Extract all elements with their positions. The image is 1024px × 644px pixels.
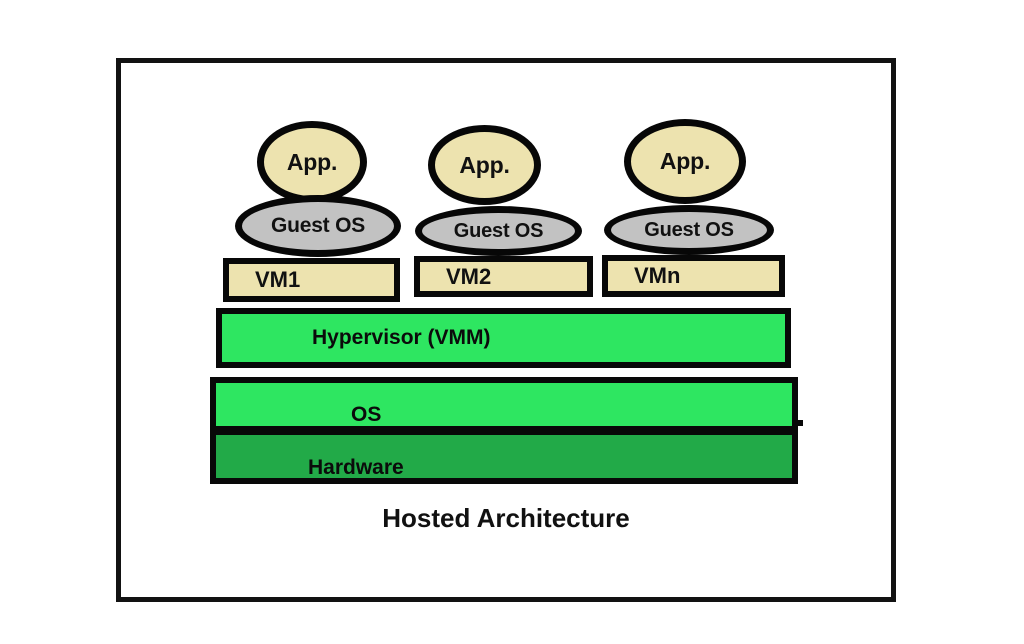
app-ellipse-2[interactable]: App. (428, 125, 541, 205)
hardware-label: Hardware (308, 456, 404, 479)
guest-os-ellipse-1[interactable]: Guest OS (235, 195, 401, 257)
app-ellipse-3[interactable]: App. (624, 119, 746, 204)
app-label-2: App. (459, 151, 510, 178)
vm-box-2[interactable]: VM2 (414, 256, 593, 297)
hypervisor-label: Hypervisor (VMM) (312, 326, 491, 349)
guest-os-ellipse-3[interactable]: Guest OS (604, 205, 774, 255)
os-bar[interactable]: OS (210, 377, 798, 432)
guest-os-label-2: Guest OS (453, 219, 544, 242)
guest-os-label-3: Guest OS (644, 218, 734, 241)
divider-tick-icon (794, 420, 803, 426)
vm-label-1: VM1 (255, 267, 301, 292)
app-label-1: App. (286, 148, 338, 175)
vm-label-3: VMn (634, 263, 681, 288)
app-ellipse-1[interactable]: App. (257, 121, 367, 203)
vm-label-2: VM2 (446, 263, 492, 289)
hypervisor-bar[interactable]: Hypervisor (VMM) (216, 308, 791, 368)
os-label: OS (351, 403, 382, 426)
guest-os-label-1: Guest OS (270, 214, 366, 237)
app-label-3: App. (659, 148, 711, 174)
hardware-bar[interactable]: Hardware (210, 429, 798, 484)
guest-os-ellipse-2[interactable]: Guest OS (415, 206, 582, 256)
vm-box-3[interactable]: VMn (602, 255, 785, 297)
diagram-frame: App. Guest OS VM1 App. Guest OS VM2 App.… (116, 58, 896, 602)
vm-box-1[interactable]: VM1 (223, 258, 400, 302)
diagram-title: Hosted Architecture (382, 503, 630, 533)
